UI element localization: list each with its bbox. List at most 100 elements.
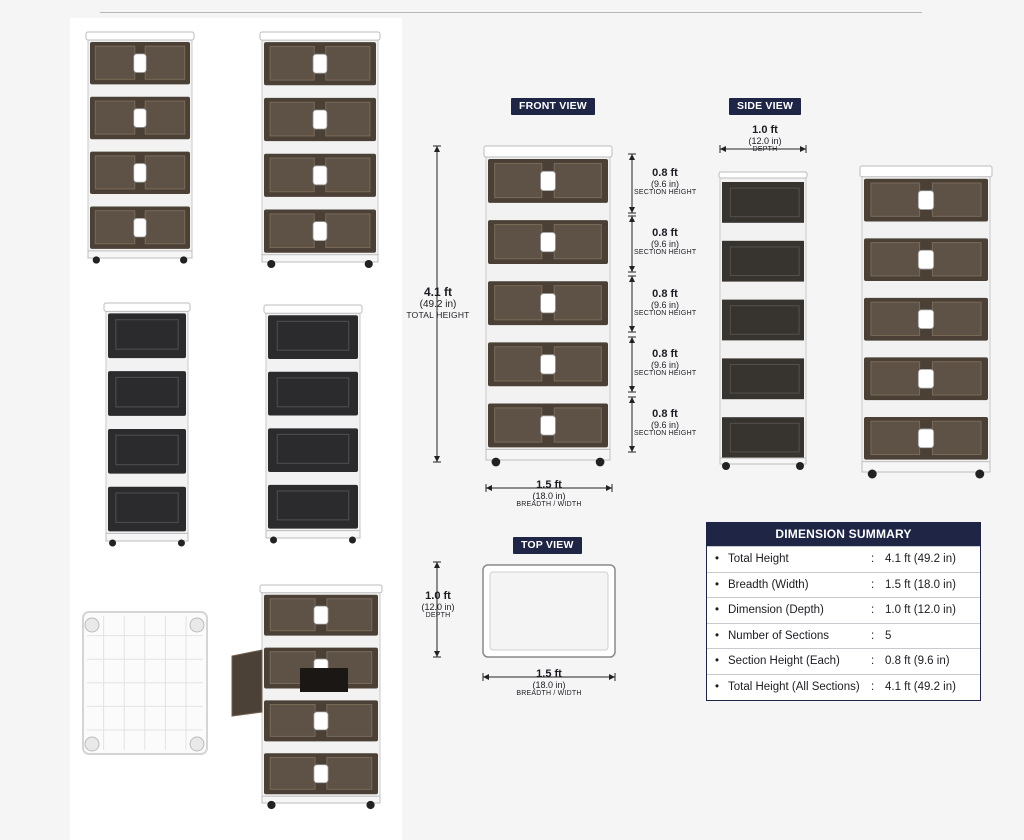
cabinet-base	[105, 532, 189, 542]
photo-cabinet-front	[85, 31, 195, 264]
row-label: Number of Sections	[728, 629, 829, 642]
drawer-door-left	[494, 346, 543, 382]
drawer-door-right	[144, 45, 186, 80]
drawer-side-panel	[729, 364, 800, 394]
drawer-door-left	[269, 45, 315, 81]
section-height-dimension	[628, 336, 636, 393]
drawer-door-left	[269, 157, 315, 193]
front-width-dimension	[485, 484, 613, 492]
caster	[189, 617, 205, 633]
drawer-door-right	[326, 704, 373, 737]
drawer-door-right	[553, 285, 602, 321]
cabinet-top	[718, 171, 808, 179]
cabinet-top	[85, 31, 195, 41]
drawer-door-right	[325, 157, 371, 193]
side-depth-dimension	[719, 145, 807, 153]
drawer-side	[722, 299, 804, 341]
drawer-door-right	[144, 155, 186, 190]
section-height-label: 0.8 ft(9.6 in)SECTION HEIGHT	[634, 167, 697, 197]
drawer-door-left	[494, 162, 543, 199]
arrow-down	[629, 266, 635, 272]
cabinet-top	[859, 165, 993, 178]
section-height-dimension	[628, 275, 636, 333]
cabinet-top	[263, 304, 363, 314]
drawer-door-right	[144, 100, 186, 135]
wheel	[92, 256, 100, 264]
wheel	[267, 800, 276, 810]
drawer-handle	[312, 221, 328, 242]
drawer-handle	[917, 428, 935, 449]
section-height-dimension	[628, 215, 636, 273]
table-row: • Dimension (Depth) : 1.0 ft (12.0 in)	[707, 597, 980, 623]
photo-cabinet-open-door	[259, 584, 383, 810]
wheel	[270, 536, 278, 544]
row-value: 1.5 ft (18.0 in)	[885, 578, 956, 591]
door-panel	[231, 649, 263, 717]
table-row: • Total Height (All Sections) : 4.1 ft (…	[707, 673, 980, 700]
drawer-door-right	[931, 301, 982, 336]
wheel	[109, 539, 117, 547]
wheel	[366, 800, 375, 810]
wheel	[595, 457, 605, 467]
section-height-label: 0.8 ft(9.6 in)SECTION HEIGHT	[634, 348, 697, 378]
section-height-dimension	[628, 153, 636, 214]
drawer-side-panel	[729, 422, 800, 453]
cabinet-base	[719, 457, 807, 465]
arrow-right	[800, 146, 806, 152]
drawer-door-left	[494, 224, 543, 260]
drawer-handle	[312, 165, 328, 186]
photo-cabinet-angle	[259, 31, 381, 269]
drawer-side-panel	[729, 305, 800, 335]
top-view-title: TOP VIEW	[513, 537, 582, 554]
wheel	[267, 259, 276, 269]
section-height-label: 0.8 ft(9.6 in)SECTION HEIGHT	[634, 227, 697, 257]
drawer-side	[722, 182, 804, 223]
arrow-right	[606, 485, 612, 491]
table-row: • Number of Sections : 5	[707, 622, 980, 649]
drawer-handle	[917, 368, 935, 389]
side-depth-label: 1.0 ft (12.0 in) DEPTH	[748, 124, 782, 154]
side-view-title: SIDE VIEW	[729, 98, 802, 115]
row-value: 5	[885, 629, 892, 642]
drawer	[268, 371, 358, 416]
drawer-door-left	[269, 213, 315, 249]
drawer	[268, 428, 358, 473]
row-label: Section Height (Each)	[728, 655, 840, 668]
drawer-door-left	[870, 361, 921, 396]
top-divider-line	[100, 12, 922, 13]
drawer-door-right	[326, 756, 373, 790]
drawer-door-right	[931, 420, 982, 456]
row-label: Total Height (All Sections)	[728, 680, 860, 693]
photo-cabinet-back-angle	[263, 304, 363, 544]
drawer-door-right	[553, 162, 602, 199]
drawer	[108, 428, 186, 474]
row-value: 1.0 ft (12.0 in)	[885, 604, 956, 617]
drawer-handle	[540, 293, 556, 314]
drawer-handle	[313, 764, 329, 784]
drawer	[108, 486, 186, 532]
drawer-door-right	[553, 407, 602, 443]
drawer	[108, 313, 186, 359]
drawer-side	[722, 358, 804, 400]
section-height-label: 0.8 ft(9.6 in)SECTION HEIGHT	[634, 408, 697, 438]
drawer-handle	[917, 249, 935, 270]
table-row: • Total Height : 4.1 ft (49.2 in)	[707, 546, 980, 572]
cabinet-top	[259, 584, 383, 594]
drawer-door-left	[269, 101, 315, 137]
top-depth-dimension	[433, 561, 441, 658]
perspective-cabinet	[859, 165, 993, 479]
drawer-handle	[313, 711, 329, 731]
wheel	[348, 536, 356, 544]
row-value: 4.1 ft (49.2 in)	[885, 680, 956, 693]
drawer-handle	[312, 53, 328, 74]
row-label: Breadth (Width)	[728, 578, 809, 591]
table-row: • Section Height (Each) : 0.8 ft (9.6 in…	[707, 648, 980, 674]
drawer-side-panel	[729, 246, 800, 276]
open-compartment	[300, 668, 348, 692]
drawer-door-right	[931, 361, 982, 396]
cabinet-base	[265, 530, 361, 539]
open-door	[231, 649, 348, 717]
arrow-up	[629, 216, 635, 222]
arrow-up	[629, 276, 635, 282]
